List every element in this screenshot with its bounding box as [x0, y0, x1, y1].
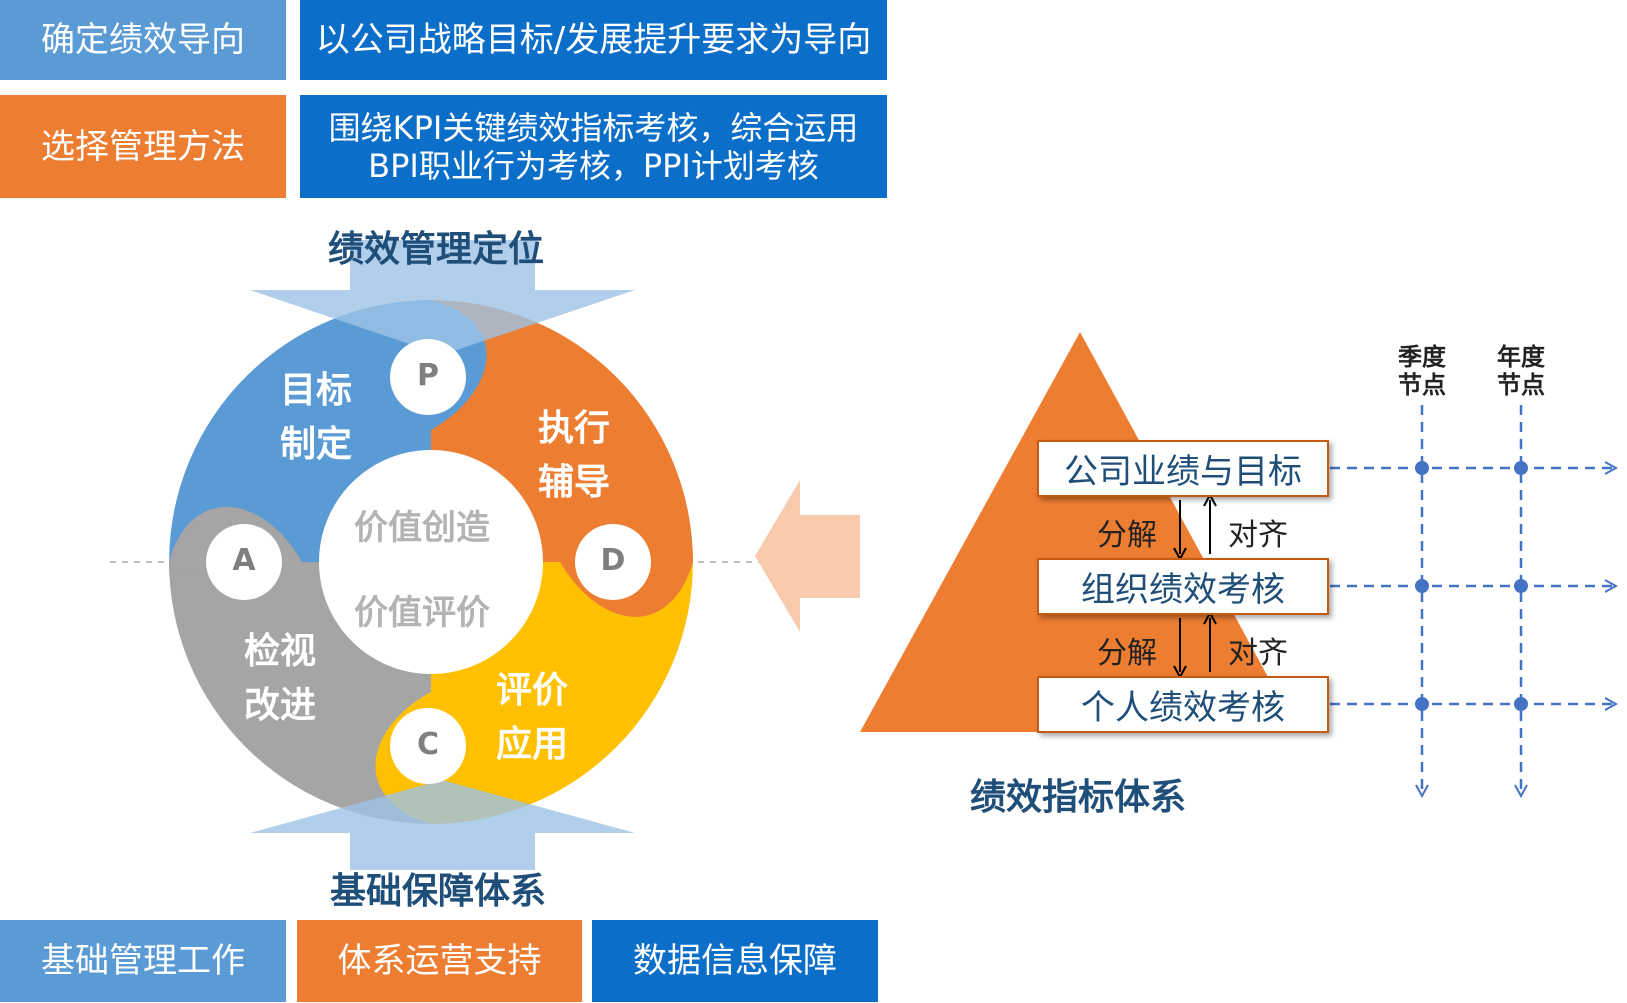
year-node-line1: 年度: [1497, 343, 1545, 371]
segment-c-label: 评价 应用: [496, 664, 568, 772]
quarter-node-line1: 季度: [1398, 343, 1446, 371]
center-text-2: 价值评价: [354, 593, 490, 633]
align-label-2: 对齐: [1228, 636, 1288, 671]
segment-d-line2: 辅导: [538, 462, 611, 503]
row1-content-line: 以公司战略目标/发展提升要求为导向: [315, 20, 872, 60]
segment-p-line1: 目标: [280, 370, 353, 411]
pyramid-title: 绩效指标体系: [970, 777, 1187, 818]
level-individual: 个人绩效考核: [1037, 676, 1329, 733]
big-left-arrow: [755, 480, 860, 632]
bottom-box-1: 基础管理工作: [0, 920, 286, 1002]
letter-d: D: [600, 543, 626, 578]
cycle-center: [319, 450, 543, 674]
decompose-label-1: 分解: [1097, 518, 1157, 553]
segment-c-line1: 评价: [496, 670, 569, 711]
node-dot: [1415, 579, 1429, 593]
pyramid: [860, 332, 1298, 732]
letter-a: A: [232, 543, 256, 578]
segment-p-label: 目标 制定: [280, 364, 352, 472]
letter-circle-d: [575, 524, 651, 600]
segment-c-line2: 应用: [496, 724, 569, 765]
decompose-label-2: 分解: [1097, 636, 1157, 671]
row2-label: 选择管理方法: [0, 95, 286, 198]
row1-label: 确定绩效导向: [0, 0, 286, 80]
bottom-box-2: 体系运营支持: [297, 920, 582, 1002]
quarter-node-label: 季度 节点: [1392, 343, 1452, 399]
row2-content-line1: 围绕KPI关键绩效指标考核，综合运用: [328, 108, 859, 147]
segment-d-line1: 执行: [538, 408, 611, 449]
segment-a-label: 检视 改进: [244, 625, 316, 733]
level-company: 公司业绩与目标: [1037, 440, 1329, 497]
segment-a-line2: 改进: [244, 685, 317, 726]
cycle-top-title: 绩效管理定位: [328, 229, 545, 270]
cycle-bottom-title: 基础保障体系: [330, 871, 547, 912]
segment-a-line1: 检视: [244, 631, 317, 672]
bottom-arrow: [250, 780, 635, 870]
node-dot: [1415, 461, 1429, 475]
row1-content: 以公司战略目标/发展提升要求为导向: [300, 0, 887, 80]
quarter-node-line2: 节点: [1398, 371, 1446, 399]
year-node-label: 年度 节点: [1491, 343, 1551, 399]
level-organization: 组织绩效考核: [1037, 558, 1329, 615]
node-dot: [1514, 697, 1528, 711]
top-arrow: [250, 240, 635, 355]
letter-c: C: [416, 727, 440, 762]
node-dot: [1514, 579, 1528, 593]
row2-content: 围绕KPI关键绩效指标考核，综合运用 BPI职业行为考核，PPI计划考核: [300, 95, 887, 198]
align-label-1: 对齐: [1228, 518, 1288, 553]
year-node-line2: 节点: [1497, 371, 1545, 399]
row2-content-line2: BPI职业行为考核，PPI计划考核: [368, 146, 819, 185]
segment-p-line2: 制定: [280, 424, 353, 465]
node-dot: [1415, 697, 1429, 711]
letter-p: P: [417, 358, 439, 393]
node-dot: [1514, 461, 1528, 475]
bottom-box-3: 数据信息保障: [592, 920, 878, 1002]
center-text-1: 价值创造: [354, 508, 490, 548]
segment-d-label: 执行 辅导: [538, 402, 610, 510]
letter-circle-a: [206, 524, 282, 600]
letter-circle-p: [390, 339, 466, 415]
letter-circle-c: [390, 708, 466, 784]
